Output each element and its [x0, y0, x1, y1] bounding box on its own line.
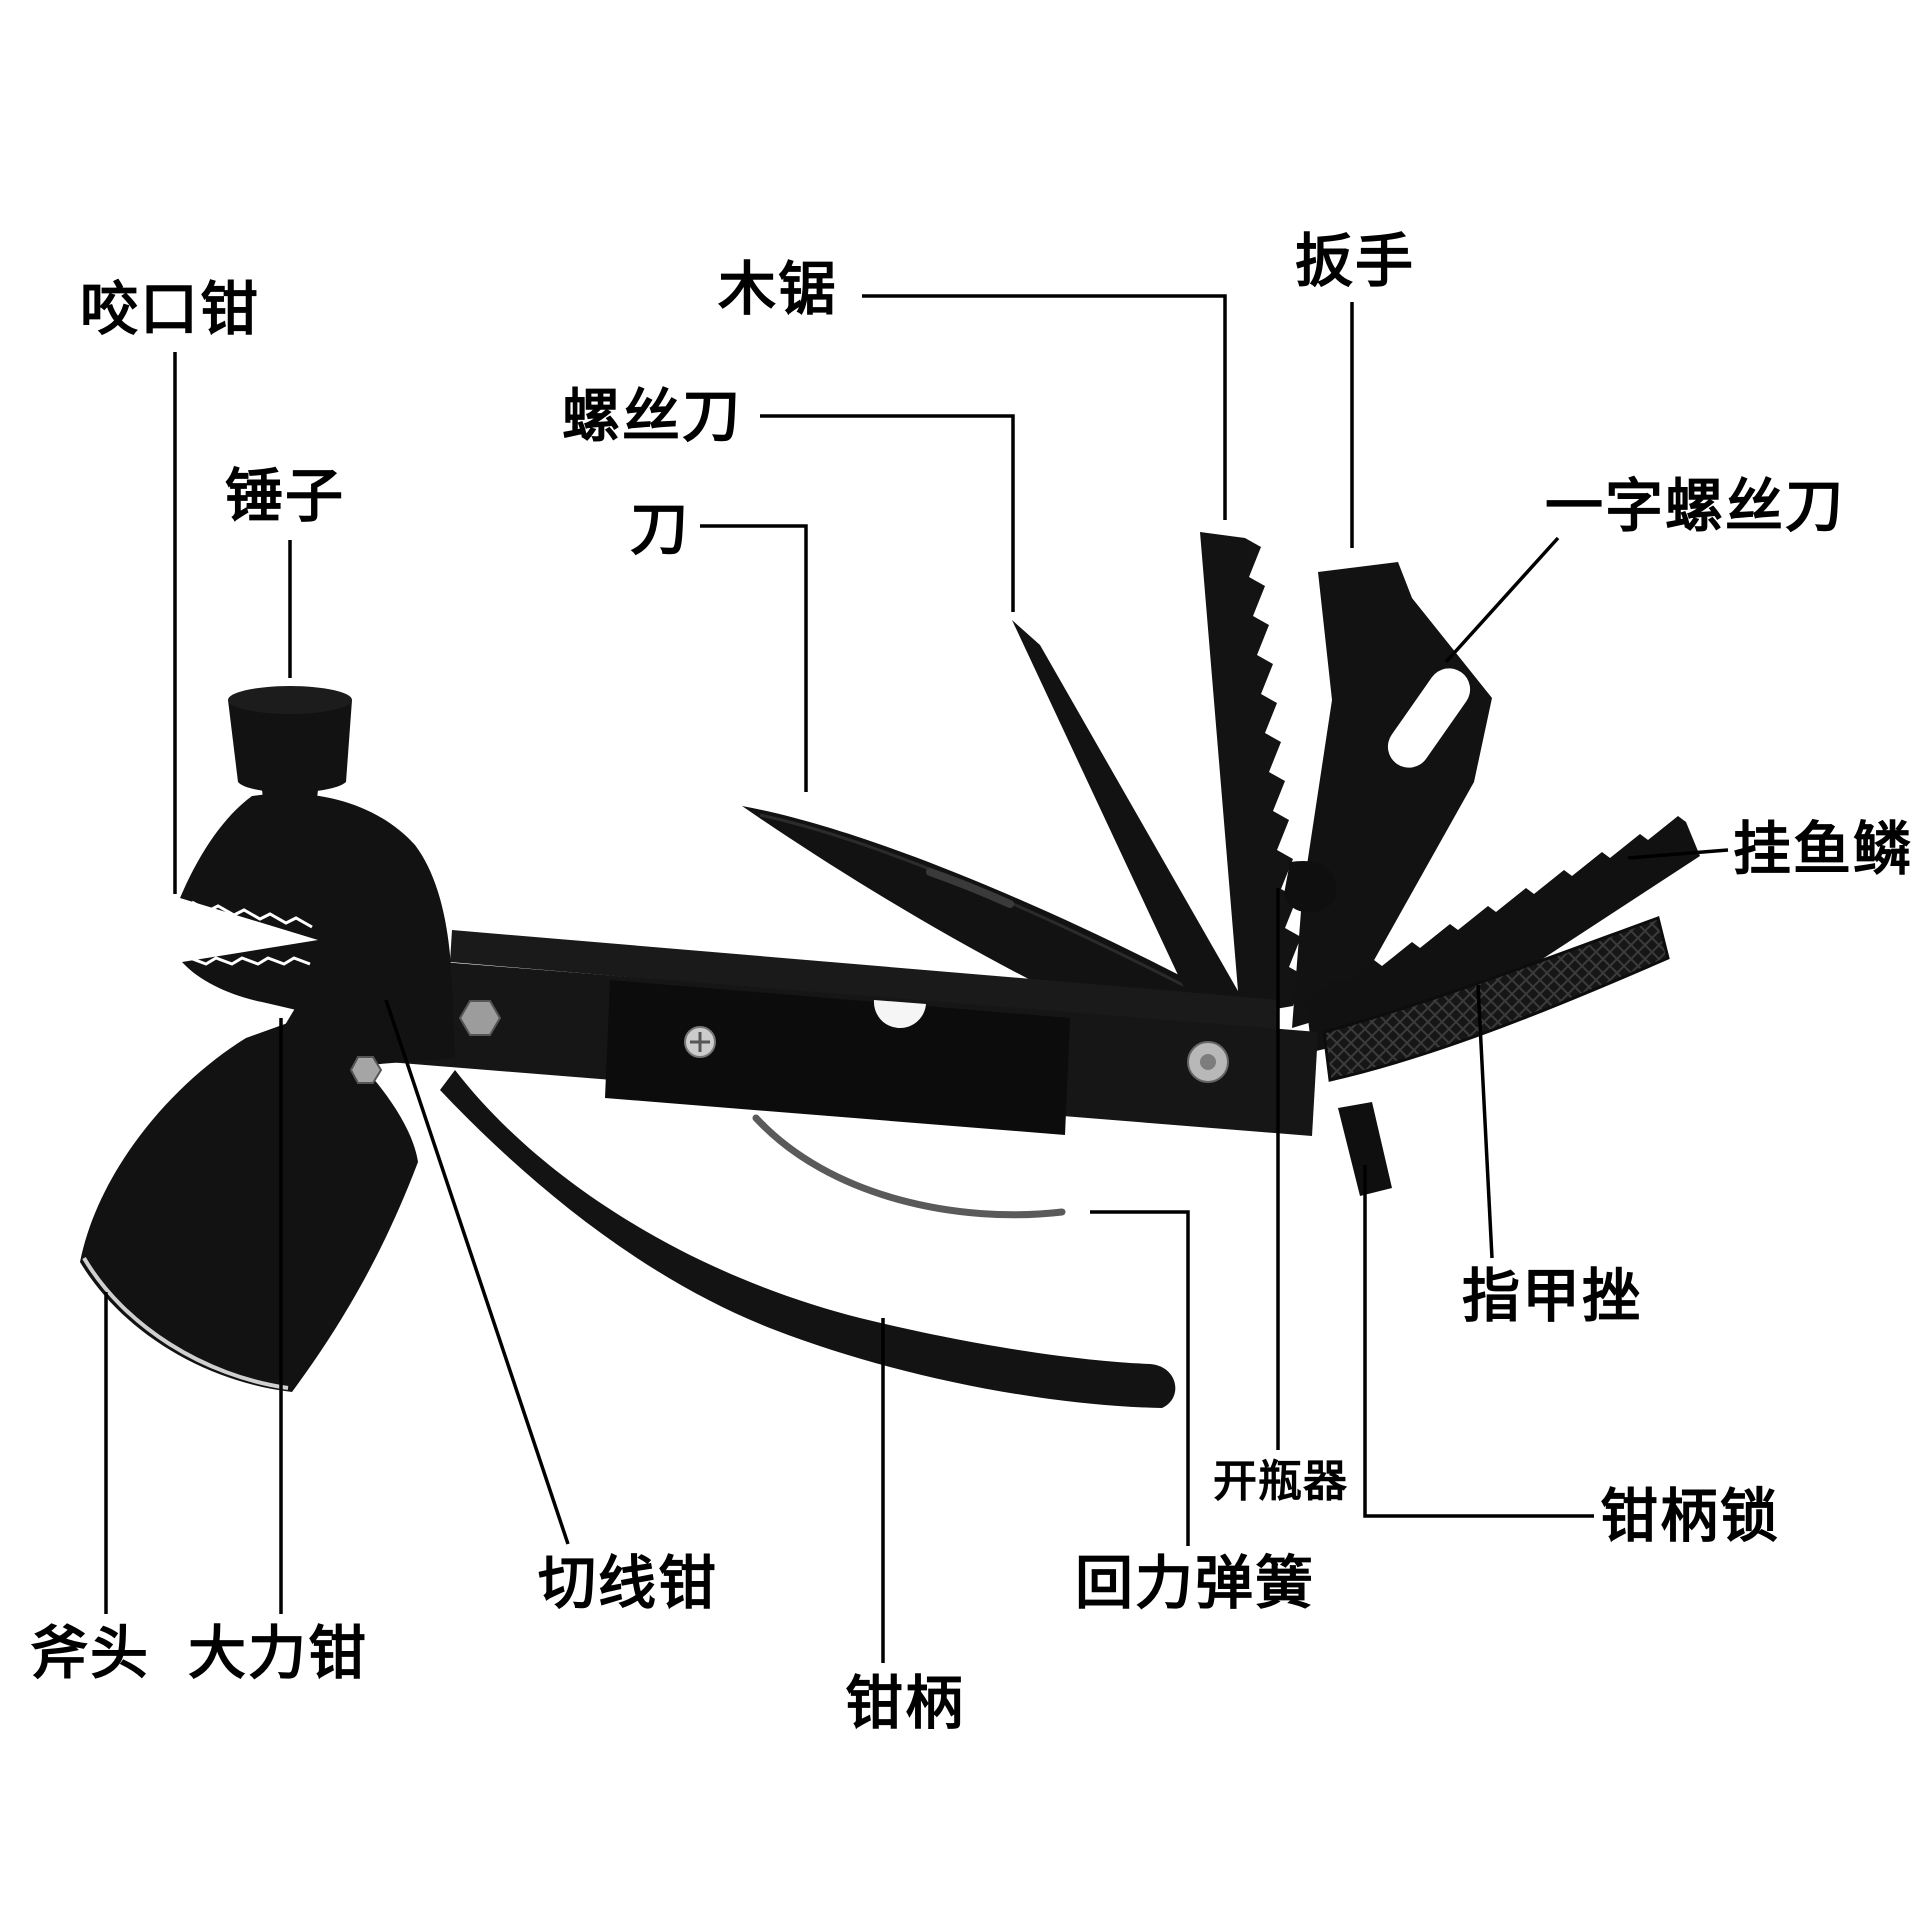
leader-wire-cutter [384, 999, 570, 1545]
label-return-spring: 回力弹簧 [1075, 1549, 1316, 1617]
phillips-screwdriver-shape [1012, 620, 1250, 1022]
leader-plier-handle-lock [1363, 1165, 1594, 1518]
label-hammer: 锤子 [225, 462, 346, 530]
label-wrench: 扳手 [1295, 227, 1416, 295]
body-top-bar [450, 930, 1280, 1032]
leader-lines [104, 294, 1729, 1663]
leader-flathead-screwdriver [1444, 536, 1560, 664]
hammer-top-face [228, 686, 352, 714]
label-plier-handle-lock: 钳柄锁 [1600, 1482, 1781, 1550]
return-spring-shape [752, 1114, 1066, 1219]
lower-jaw-teeth [189, 956, 311, 966]
label-bottle-opener: 开瓶器 [1213, 1456, 1348, 1507]
hardware [349, 1000, 1229, 1084]
hammer-head-shape [228, 691, 352, 793]
label-axe-head: 斧头 [30, 1619, 151, 1687]
fish-scaler-shape [1306, 816, 1700, 1052]
label-plier-handle: 钳柄 [845, 1669, 966, 1737]
label-fish-scaler: 挂鱼鳞 [1733, 815, 1914, 883]
body-center-plate [605, 980, 1070, 1135]
body-plate-notch [873, 1000, 926, 1029]
head-group [80, 686, 455, 1392]
axe-cutting-edge-highlight [82, 1256, 289, 1390]
label-wood-saw: 木锯 [718, 255, 839, 323]
plier-handle-shape [440, 1070, 1176, 1408]
hex-bolt-left [458, 1000, 502, 1036]
leader-wood-saw [862, 294, 1227, 520]
tool-body [388, 930, 1318, 1408]
label-heavy-duty-pliers: 大力钳 [188, 1619, 369, 1687]
hex-bolt-small [349, 1056, 383, 1084]
wrench-slot-cutout [1387, 668, 1471, 768]
knife-nail-nick [926, 868, 1014, 908]
leader-nail-file [1476, 984, 1494, 1259]
label-knife: 刀 [630, 495, 691, 563]
wood-saw-shape [1200, 532, 1305, 1015]
label-wire-cutter: 切线钳 [538, 1549, 719, 1617]
bottle-opener-shape [1284, 860, 1337, 913]
cross-screw-slots [690, 1032, 710, 1052]
axe-blade-shape [80, 1015, 418, 1392]
label-nail-file: 指甲挫 [1462, 1262, 1643, 1330]
plier-head-shape [180, 793, 455, 1068]
leader-fish-scaler [1627, 848, 1729, 860]
leader-phillips-screwdriver [760, 414, 1015, 612]
plier-handle-lock-shape [1338, 1102, 1392, 1196]
label-flathead-screwdriver: 一字螺丝刀 [1545, 472, 1846, 540]
pivot-bolt-center [1200, 1054, 1216, 1070]
leader-knife [700, 524, 808, 792]
label-phillips-screwdriver: 螺丝刀 [562, 382, 743, 450]
nail-file-shape [1322, 916, 1670, 1082]
label-bite-pliers: 咬口钳 [80, 275, 261, 343]
upper-jaw-teeth [191, 900, 313, 929]
leader-return-spring [1090, 1210, 1190, 1546]
